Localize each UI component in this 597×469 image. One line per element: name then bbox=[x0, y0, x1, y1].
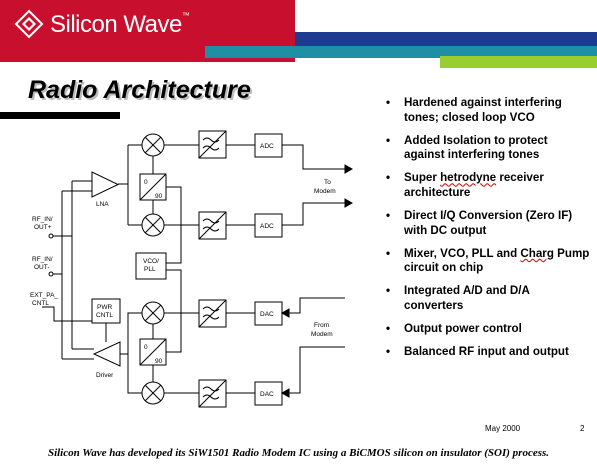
bullet-item: •Added Isolation to protect against inte… bbox=[386, 133, 548, 162]
silicon-wave-logo-icon bbox=[14, 9, 44, 39]
rx-phase-0: 0 bbox=[144, 179, 148, 186]
bullet-item: •Super hetrodyne receiver architecture bbox=[386, 171, 544, 199]
slide-date: May 2000 bbox=[485, 424, 521, 433]
brand-name: Silicon Wave™ bbox=[50, 11, 190, 38]
vco-pll-label-2: PLL bbox=[144, 266, 156, 273]
pwr-cntl-label-1: PWR bbox=[97, 304, 112, 311]
rf-in-plus-label-1: RF_IN/ bbox=[32, 216, 53, 223]
slide-page-number: 2 bbox=[580, 424, 585, 433]
title-rule bbox=[0, 112, 120, 119]
bullet-item: •Integrated A/D and D/A converters bbox=[386, 284, 530, 313]
slide-title: Radio Architecture bbox=[28, 76, 251, 104]
to-modem-label-1: To bbox=[324, 179, 331, 186]
ext-pa-label-1: EXT_PA_ bbox=[30, 292, 58, 299]
adc-q-label: ADC bbox=[260, 223, 274, 230]
adc-i-label: ADC bbox=[260, 143, 274, 150]
bullet-item: •Balanced RF input and output bbox=[386, 345, 569, 359]
slide-caption: Silicon Wave has developed its SiW1501 R… bbox=[47, 447, 550, 459]
header-band-lime bbox=[440, 56, 597, 68]
tx-phase-90: 90 bbox=[155, 358, 163, 365]
from-modem-label-1: From bbox=[314, 322, 329, 329]
bullet-item: •Hardened against interfering tones; clo… bbox=[386, 96, 562, 124]
header-band-teal bbox=[205, 46, 597, 58]
ext-pa-label-2: CNTL bbox=[32, 300, 49, 307]
bullet-item: •Direct I/Q Conversion (Zero IF) with DC… bbox=[386, 209, 573, 237]
lna-label: LNA bbox=[96, 201, 109, 208]
dac-i-label: DAC bbox=[260, 311, 274, 318]
rf-in-minus-label-1: RF_IN/ bbox=[32, 256, 53, 263]
tx-phase-0: 0 bbox=[144, 344, 148, 351]
rx-phase-90: 90 bbox=[155, 193, 163, 200]
brand-logo-panel: Silicon Wave™ bbox=[0, 0, 295, 62]
bullet-item: •Output power control bbox=[386, 322, 522, 336]
driver-label: Driver bbox=[96, 372, 114, 379]
from-modem-label-2: Modem bbox=[311, 331, 333, 338]
feature-bullet-list: •Hardened against interfering tones; clo… bbox=[386, 96, 591, 368]
slide-header: Silicon Wave™ bbox=[0, 0, 597, 68]
bullet-item: •Mixer, VCO, PLL and Charg Pump circuit … bbox=[386, 246, 590, 275]
pwr-cntl-label-2: CNTL bbox=[96, 312, 113, 319]
vco-pll-label-1: VCO/ bbox=[143, 258, 159, 265]
dac-q-label: DAC bbox=[260, 391, 274, 398]
rf-in-plus-label-2: OUT+ bbox=[34, 224, 52, 231]
rf-in-minus-label-2: OUT- bbox=[34, 264, 50, 271]
to-modem-label-2: Modem bbox=[314, 188, 336, 195]
